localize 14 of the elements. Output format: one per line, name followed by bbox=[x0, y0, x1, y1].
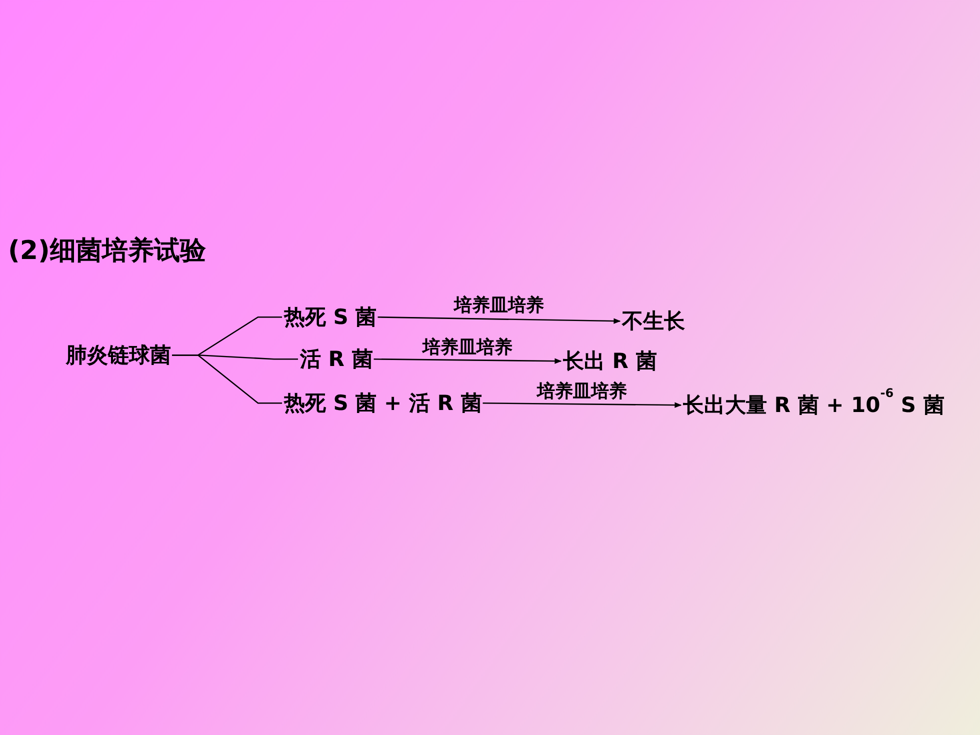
node-text: 不生长 bbox=[622, 308, 685, 334]
node-text: 活 R 菌 bbox=[300, 346, 373, 372]
branch-line bbox=[172, 354, 282, 404]
node-text: 肺炎链球菌 bbox=[66, 342, 171, 368]
node-text: 热死 S 菌 bbox=[284, 304, 377, 330]
title: (2)细菌培养试验 bbox=[8, 236, 206, 268]
edge-label: 培养皿培养 bbox=[454, 296, 544, 316]
arrow bbox=[482, 402, 682, 408]
edge-label: 培养皿培养 bbox=[422, 338, 512, 358]
edge-label: 培养皿培养 bbox=[536, 382, 627, 402]
node-text: 热死 S 菌 + 活 R 菌 bbox=[284, 390, 482, 416]
node-text: 长出 R 菌 bbox=[563, 348, 657, 374]
arrow bbox=[378, 316, 621, 324]
arrow bbox=[374, 358, 562, 364]
